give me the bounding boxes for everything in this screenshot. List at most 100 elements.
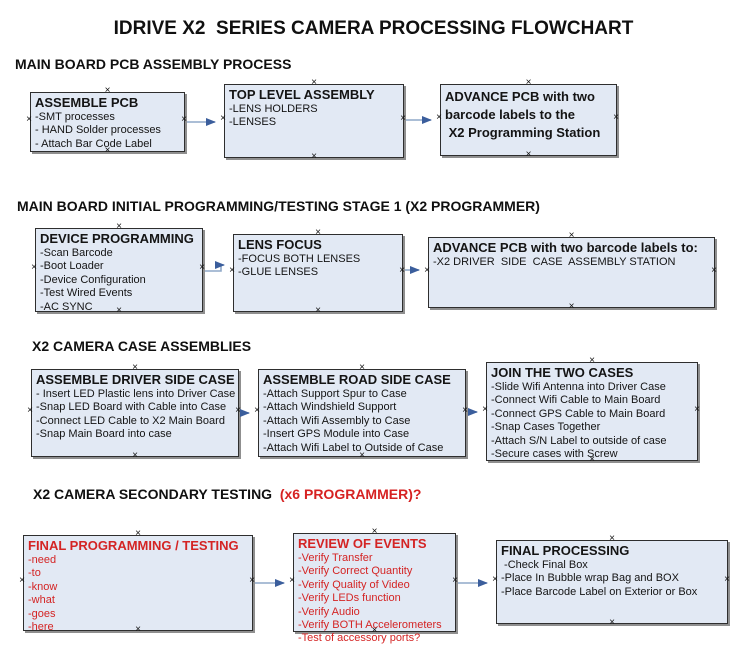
box-title: ASSEMBLE DRIVER SIDE CASE [36, 372, 235, 387]
box-line: -Test Wired Events [40, 287, 133, 300]
box-line: -know [28, 580, 58, 593]
box-title: LENS FOCUS [238, 237, 322, 252]
box-line: - HAND Solder processes [35, 124, 161, 137]
box-line: -Secure cases with Screw [491, 448, 618, 461]
box-line: X2 Programming Station [445, 125, 601, 140]
box-line: -LENS HOLDERS [229, 103, 318, 115]
connection-point-icon [608, 619, 616, 628]
connection-point-icon [451, 577, 459, 586]
box-line: -Verify BOTH Accelerometers [298, 619, 442, 632]
flow-box-advance-pcb-driver-side[interactable]: ADVANCE PCB with two barcode labels to: … [424, 232, 718, 311]
box-line: -FOCUS BOTH LENSES [238, 253, 361, 265]
box-line: -what [28, 594, 55, 607]
box-title: DEVICE PROGRAMMING [40, 231, 194, 246]
box-line: -Verify Transfer [298, 552, 373, 564]
connection-point-icon [612, 114, 620, 123]
connection-point-icon [435, 114, 443, 123]
box-title: REVIEW OF EVENTS [298, 536, 427, 551]
section-header-red-suffix: (x6 PROGRAMMER)? [272, 486, 422, 502]
box-title: ADVANCE PCB with two barcode labels to: [433, 240, 698, 255]
connection-point-icon [18, 577, 26, 586]
box-line: - Insert LED Plastic lens into Driver Ca… [36, 388, 236, 400]
box-line: -Device Configuration [40, 273, 146, 286]
connection-point-icon [248, 577, 256, 586]
section-header-initial-programming: MAIN BOARD INITIAL PROGRAMMING/TESTING S… [17, 198, 540, 214]
box-line: -to [28, 567, 41, 580]
connection-point-icon [310, 153, 318, 162]
connection-point-icon [568, 303, 576, 312]
box-line: -GLUE LENSES [238, 266, 319, 279]
box-line: -Place In Bubble wrap Bag and BOX [501, 572, 679, 585]
connection-point-icon [710, 267, 718, 276]
flow-box-assemble-pcb[interactable]: ASSEMBLE PCB -SMT processes - HAND Solde… [26, 87, 188, 155]
box-line: -Attach Windshield Support [263, 401, 397, 414]
flow-box-final-processing[interactable]: FINAL PROCESSING -Check Final Box -Place… [492, 535, 731, 627]
flow-box-final-programming-testing[interactable]: FINAL PROGRAMMING / TESTING -need -to -k… [19, 530, 256, 634]
connection-point-icon [399, 115, 407, 124]
connection-point-icon [288, 577, 296, 586]
connection-point-icon [131, 452, 139, 461]
section-header-secondary-testing: X2 CAMERA SECONDARY TESTING (x6 PROGRAMM… [33, 486, 421, 502]
box-line: -Snap Main Board into case [36, 428, 172, 441]
box-line: -Connect Wifi Cable to Main Board [491, 394, 661, 407]
connection-point-icon [693, 406, 701, 415]
flow-box-assemble-road-side-case[interactable]: ASSEMBLE ROAD SIDE CASE -Attach Support … [254, 364, 469, 460]
box-line: -Verify Audio [298, 605, 360, 618]
connection-point-icon [461, 407, 469, 416]
section-header-case-assemblies: X2 CAMERA CASE ASSEMBLIES [32, 338, 252, 354]
box-line: - Attach Bar Code Label [35, 137, 152, 150]
box-title: ASSEMBLE PCB [35, 95, 139, 110]
box-line: -need [28, 554, 57, 566]
box-line: -SMT processes [35, 111, 115, 123]
section-header-text: X2 CAMERA SECONDARY TESTING [33, 486, 273, 502]
flowchart-title: IDRIVE X2 SERIES CAMERA PROCESSING FLOWC… [113, 18, 634, 39]
connection-point-icon [423, 267, 431, 276]
flow-box-lens-focus[interactable]: LENS FOCUS -FOCUS BOTH LENSES -GLUE LENS… [229, 229, 405, 315]
box-line: -Connect LED Cable to X2 Main Board [36, 414, 225, 427]
box-line: -Check Final Box [501, 559, 588, 571]
box-line: -X2 DRIVER SIDE CASE ASSEMBLY STATION [433, 256, 676, 268]
box-line: -Test of accessory ports? [298, 632, 421, 645]
connection-point-icon [723, 576, 731, 585]
box-line: -Attach Wifi Label to Outside of Case [263, 441, 444, 454]
connection-point-icon [198, 264, 206, 273]
connection-point-icon [525, 151, 533, 160]
box-line: -Slide Wifi Antenna into Driver Case [491, 381, 666, 393]
flow-box-join-two-cases[interactable]: JOIN THE TWO CASES -Slide Wifi Antenna i… [482, 357, 701, 464]
box-line: barcode labels to the [445, 107, 576, 122]
box-line: -Snap Cases Together [491, 421, 601, 434]
box-line: -Insert GPS Module into Case [263, 428, 410, 441]
box-line: -AC SYNC [40, 300, 93, 313]
flow-box-assemble-driver-side-case[interactable]: ASSEMBLE DRIVER SIDE CASE - Insert LED P… [27, 364, 242, 460]
connection-point-icon [180, 116, 188, 125]
connection-point-icon [234, 407, 242, 416]
connection-point-icon [25, 116, 33, 125]
connection-point-icon [26, 407, 34, 416]
box-title: ASSEMBLE ROAD SIDE CASE [263, 372, 451, 387]
flow-box-advance-pcb-programming-station[interactable]: ADVANCE PCB with two barcode labels to t… [436, 79, 620, 159]
box-title: JOIN THE TWO CASES [491, 365, 634, 380]
box-title: FINAL PROGRAMMING / TESTING [28, 538, 239, 553]
connection-point-icon [491, 576, 499, 585]
connection-point-icon [219, 115, 227, 124]
box-title: TOP LEVEL ASSEMBLY [229, 87, 375, 102]
flow-box-top-level-assembly[interactable]: TOP LEVEL ASSEMBLY -LENS HOLDERS -LENSES [220, 79, 407, 161]
box-line: -Snap LED Board with Cable into Case [36, 401, 227, 414]
box-line: -Attach Support Spur to Case [263, 388, 407, 400]
box-line: -Boot Loader [40, 260, 104, 273]
box-line: -Scan Barcode [40, 247, 113, 259]
box-line: -Verify LEDs function [298, 592, 401, 605]
box-line: -Verify Quality of Video [298, 578, 410, 591]
flow-box-review-of-events[interactable]: REVIEW OF EVENTS -Verify Transfer -Verif… [289, 528, 459, 644]
box-line: -Place Barcode Label on Exterior or Box [501, 585, 698, 598]
box-line: -LENSES [229, 116, 277, 129]
box-line: -Verify Correct Quantity [298, 565, 413, 578]
connection-point-icon [314, 307, 322, 316]
box-title: FINAL PROCESSING [501, 543, 630, 558]
connection-point-icon [30, 264, 38, 273]
connection-point-icon [253, 407, 261, 416]
box-line: -Attach S/N Label to outside of case [491, 434, 667, 447]
flow-box-device-programming[interactable]: DEVICE PROGRAMMING -Scan Barcode -Boot L… [31, 223, 206, 315]
connection-point-icon [228, 267, 236, 276]
